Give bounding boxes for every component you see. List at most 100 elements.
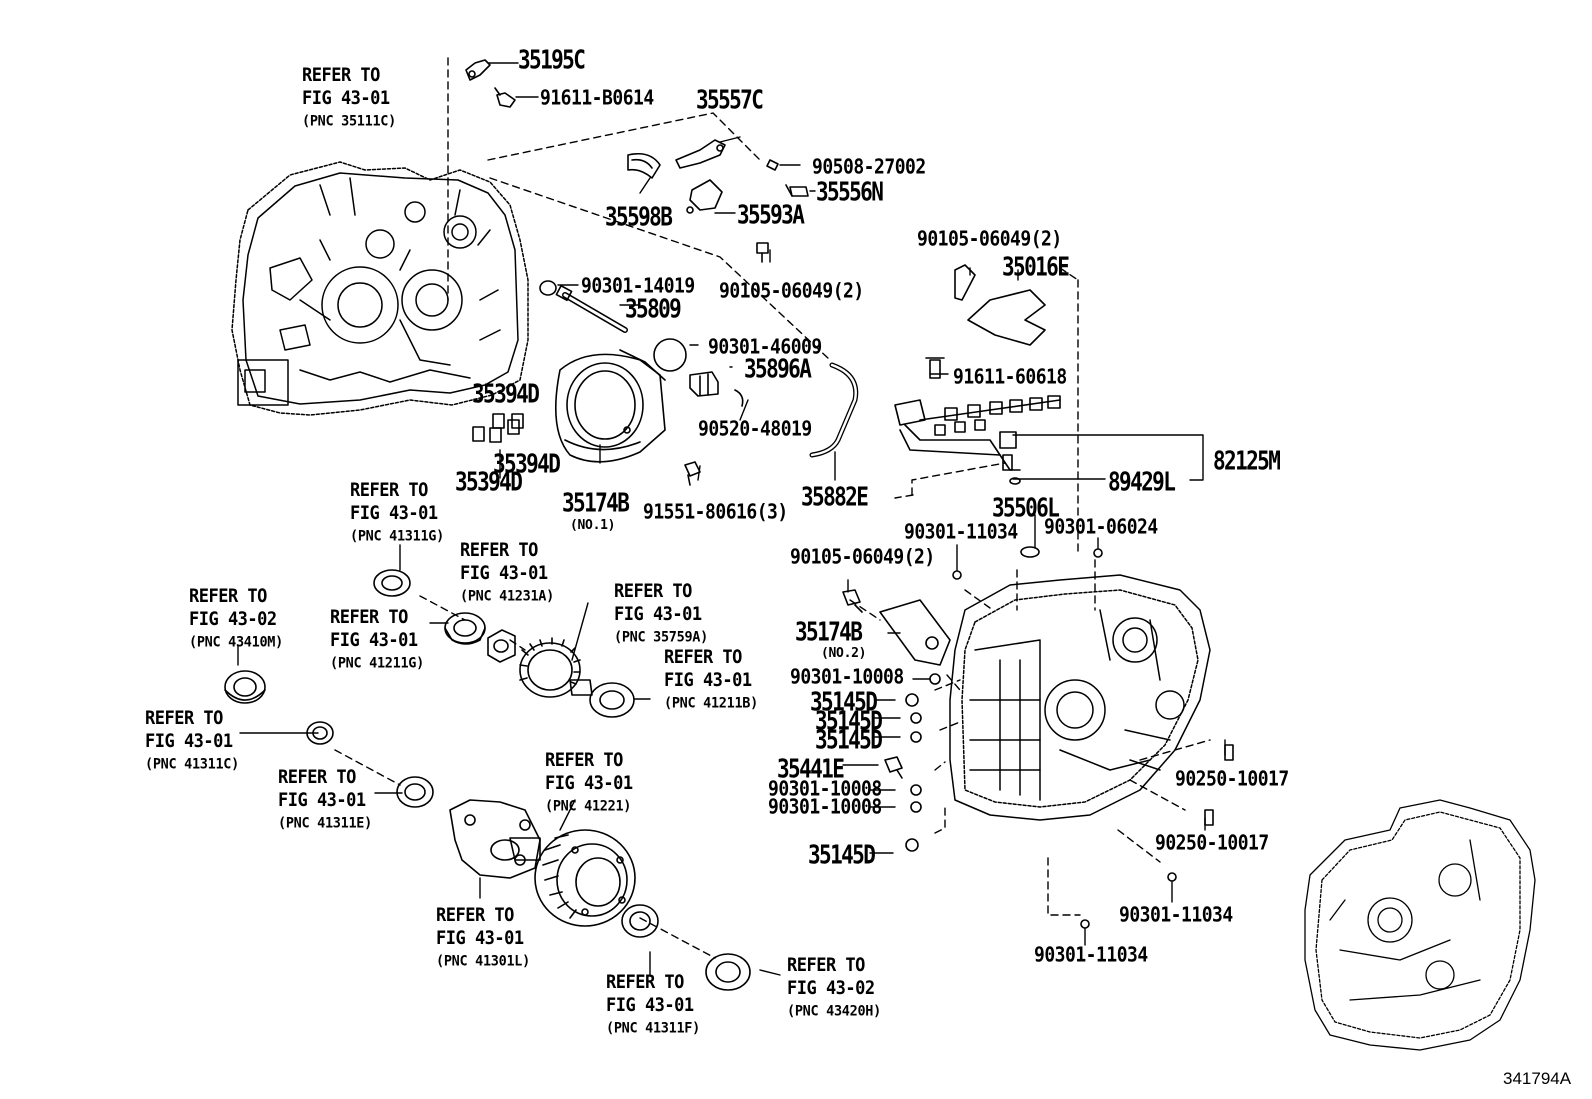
part-label[interactable]: 35394D <box>472 379 540 409</box>
refer-line: FIG 43-01 <box>350 502 438 525</box>
part-label[interactable]: 35145D <box>810 687 878 717</box>
refer-line: REFER TO <box>350 480 428 502</box>
part-note: (NO.1) <box>570 518 616 533</box>
oil-pipe <box>809 362 859 458</box>
refer-note[interactable]: REFER TO FIG 43-01 (PNC 35759A) <box>614 581 708 649</box>
main-case-illustration <box>949 574 1211 821</box>
part-label[interactable]: 90250-10017 <box>1175 767 1289 792</box>
part-label[interactable]: 35394D <box>455 467 523 497</box>
part-label[interactable]: 90301-11034 <box>1119 903 1233 928</box>
refer-note[interactable]: REFER TO FIG 43-01 (PNC 41221) <box>545 750 633 818</box>
refer-note[interactable]: REFER TO FIG 43-01 (PNC 41311C) <box>145 708 239 776</box>
refer-note[interactable]: REFER TO FIG 43-02 (PNC 43420H) <box>787 955 881 1023</box>
refer-line: FIG 43-02 <box>787 977 875 1000</box>
reference-view-illustration <box>1304 799 1536 1051</box>
part-label[interactable]: 35557C <box>696 85 764 115</box>
refer-line: FIG 43-02 <box>189 608 277 631</box>
refer-line: FIG 43-01 <box>460 562 548 585</box>
refer-note[interactable]: REFER TO FIG 43-01 (PNC 41311F) <box>606 972 700 1040</box>
part-label[interactable]: 35195C <box>518 45 586 75</box>
refer-note[interactable]: REFER TO FIG 43-01 (PNC 41311E) <box>278 767 372 835</box>
refer-line: REFER TO <box>145 708 223 730</box>
refer-line: REFER TO <box>606 972 684 994</box>
leader-lines <box>237 62 1226 976</box>
refer-line: FIG 43-01 <box>330 629 418 652</box>
part-label[interactable]: 35174B <box>562 488 630 518</box>
part-label[interactable]: 35441E <box>777 754 845 784</box>
refer-line: REFER TO <box>436 905 514 927</box>
refer-pnc: (PNC 41301L) <box>436 952 530 970</box>
part-label[interactable]: 91611-B0614 <box>540 86 654 111</box>
part-label[interactable]: 91611-60618 <box>953 365 1067 390</box>
part-label[interactable]: 90301-11034 <box>1034 943 1148 968</box>
part-label[interactable]: 90520-48019 <box>698 417 812 442</box>
part-note: (NO.2) <box>821 646 867 661</box>
refer-note[interactable]: REFER TO FIG 43-01 (PNC 41311G) <box>350 480 444 548</box>
part-label[interactable]: 35809 <box>625 294 682 324</box>
part-label[interactable]: 90105-06049(2) <box>790 545 935 570</box>
refer-line: FIG 43-01 <box>606 994 694 1017</box>
refer-line: FIG 43-01 <box>664 669 752 692</box>
shaft-and-washers <box>539 280 744 407</box>
refer-pnc: (PNC 43410M) <box>189 633 283 651</box>
refer-pnc: (PNC 41231A) <box>460 587 554 605</box>
part-label[interactable]: 90301-10008 <box>790 665 904 690</box>
part-label[interactable]: 35896A <box>744 354 812 384</box>
refer-line: REFER TO <box>330 607 408 629</box>
refer-pnc: (PNC 43420H) <box>787 1002 881 1020</box>
part-label[interactable]: 90105-06049(2) <box>719 279 864 304</box>
part-label[interactable]: 82125M <box>1213 446 1281 476</box>
refer-line: REFER TO <box>545 750 623 772</box>
refer-pnc: (PNC 41211B) <box>664 694 758 712</box>
part-label[interactable]: 35016E <box>1002 252 1070 282</box>
part-label[interactable]: 35394D <box>493 449 561 479</box>
refer-note[interactable]: REFER TO FIG 43-02 (PNC 43410M) <box>189 586 283 654</box>
wire-harness <box>894 264 1061 485</box>
part-label[interactable]: 90301-14019 <box>581 274 695 299</box>
refer-line: REFER TO <box>664 647 742 669</box>
part-label[interactable]: 35556N <box>816 177 884 207</box>
refer-pnc: (PNC 35759A) <box>614 628 708 646</box>
part-label[interactable]: 35145D <box>815 725 883 755</box>
part-label[interactable]: 35593A <box>737 200 805 230</box>
part-label[interactable]: 35882E <box>801 482 869 512</box>
part-label[interactable]: 90301-10008 <box>768 777 882 802</box>
part-label[interactable]: 90301-06024 <box>1044 515 1158 540</box>
pump-cover-no1 <box>555 349 701 486</box>
refer-pnc: (PNC 41311C) <box>145 755 239 773</box>
part-label[interactable]: 90301-46009 <box>708 335 822 360</box>
part-label[interactable]: 35174B <box>795 617 863 647</box>
refer-pnc: (PNC 41211G) <box>330 654 424 672</box>
refer-note[interactable]: REFER TO FIG 43-01 (PNC 41231A) <box>460 540 554 608</box>
part-label[interactable]: 89429L <box>1108 467 1176 497</box>
part-label[interactable]: 35598B <box>605 202 673 232</box>
blocks-35394d <box>472 413 524 443</box>
part-label[interactable]: 90508-27002 <box>812 155 926 180</box>
refer-line: REFER TO <box>614 581 692 603</box>
refer-note[interactable]: REFER TO FIG 43-01 (PNC 35111C) <box>302 65 396 133</box>
refer-line: FIG 43-01 <box>278 789 366 812</box>
figure-code: 341794A <box>1503 1069 1572 1088</box>
seals-and-plugs <box>842 546 1234 929</box>
part-label[interactable]: 90250-10017 <box>1155 831 1269 856</box>
part-label[interactable]: 35145D <box>808 840 876 870</box>
part-label[interactable]: 90105-06049(2) <box>917 227 1062 252</box>
part-label[interactable]: 91551-80616(3) <box>643 500 788 525</box>
case-cover-illustration <box>231 161 529 416</box>
part-label[interactable]: 35506L <box>992 493 1060 523</box>
refer-line: FIG 43-01 <box>545 772 633 795</box>
refer-pnc: (PNC 41311G) <box>350 527 444 545</box>
refer-line: REFER TO <box>278 767 356 789</box>
refer-note[interactable]: REFER TO FIG 43-01 (PNC 41301L) <box>436 905 530 973</box>
refer-line: FIG 43-01 <box>436 927 524 950</box>
refer-line: FIG 43-01 <box>302 87 390 110</box>
shift-lever-parts <box>465 59 809 263</box>
refer-note[interactable]: REFER TO FIG 43-01 (PNC 41211G) <box>330 607 424 675</box>
part-label[interactable]: 90301-10008 <box>768 795 882 820</box>
part-label[interactable]: 90301-11034 <box>904 520 1018 545</box>
refer-line: FIG 43-01 <box>614 603 702 626</box>
part-label[interactable]: 35145D <box>815 706 883 736</box>
refer-note[interactable]: REFER TO FIG 43-01 (PNC 41211B) <box>664 647 758 715</box>
